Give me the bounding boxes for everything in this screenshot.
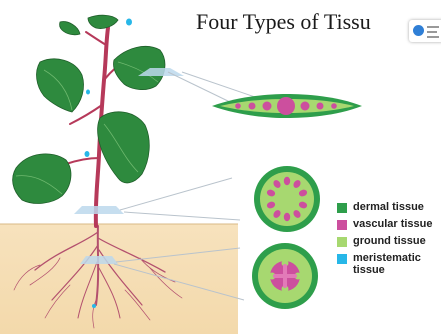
notification-popup[interactable]: [409, 20, 441, 42]
soil: [0, 224, 238, 334]
notification-line: [427, 26, 439, 28]
notification-line: [427, 36, 439, 38]
legend-label-vascular: vascular tissue: [353, 218, 433, 230]
legend-label-dermal: dermal tissue: [353, 201, 424, 213]
notification-icon: [413, 25, 424, 36]
leaf: [60, 22, 80, 35]
slide-title: Four Types of Tissu: [196, 9, 371, 35]
leaf: [37, 59, 84, 112]
legend-label-meristematic: meristematic tissue: [353, 252, 433, 276]
leaf: [13, 154, 71, 204]
legend-label-ground: ground tissue: [353, 235, 426, 247]
leaves: [13, 15, 165, 203]
root-cross-section: [252, 243, 318, 309]
stem-cross-section: [254, 166, 320, 232]
legend-swatch-ground: [337, 237, 347, 247]
legend-swatch-meristematic: [337, 254, 347, 264]
leaf-cross-section: [212, 94, 362, 118]
notification-line: [427, 31, 437, 33]
leaf: [98, 112, 150, 183]
legend-swatch-dermal: [337, 203, 347, 213]
legend-swatch-vascular: [337, 220, 347, 230]
leaf: [113, 46, 164, 89]
leaf: [88, 15, 118, 28]
